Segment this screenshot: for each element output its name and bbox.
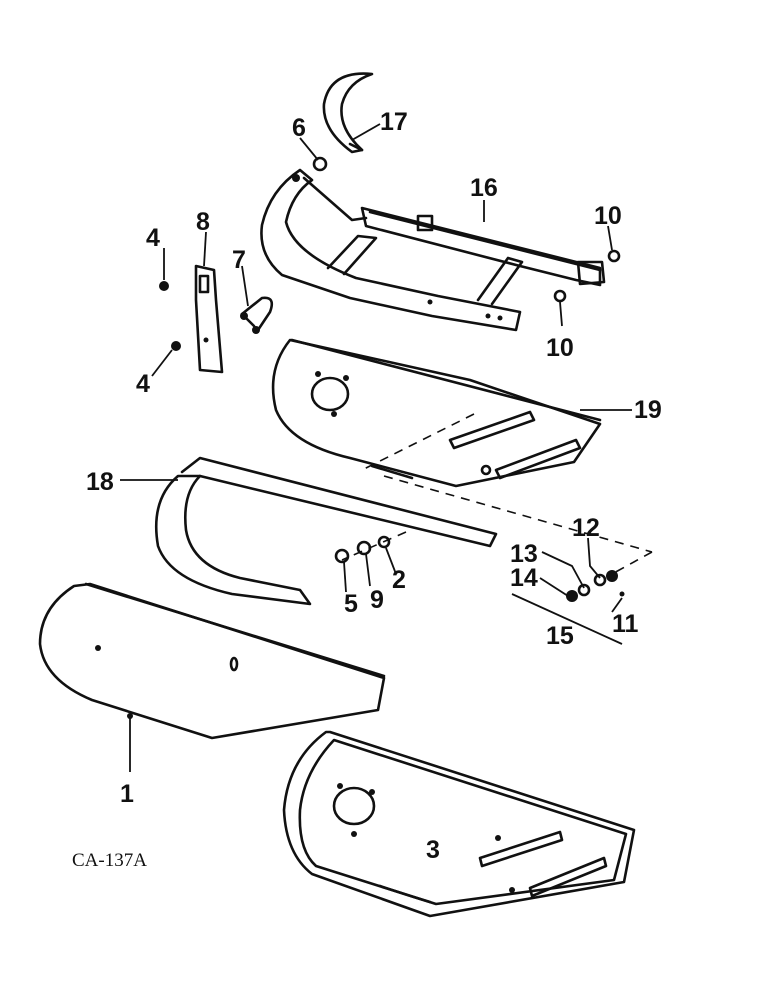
part-11-nut [606,570,618,582]
part-4b-nut [171,341,181,351]
callout-10b: 10 [546,334,574,362]
part-17-crescent-shield [322,72,374,154]
callout-14: 14 [510,564,538,592]
callout-13: 13 [510,540,538,568]
part-10b-nut [553,289,567,303]
callout-8: 8 [196,208,210,236]
callout-10a: 10 [594,202,622,230]
part-16-support-frame [260,168,606,332]
part-6-washer [312,156,328,172]
part-18-guard-strip [154,456,498,606]
callout-labels: 1 2 3 4 4 5 6 7 8 9 10 10 11 12 13 14 15… [86,108,662,864]
assembly-lines [341,413,653,575]
callout-4a: 4 [146,224,160,252]
part-3-outer-shield [282,730,636,918]
part-5-bolt [334,548,350,564]
callout-2: 2 [392,566,406,594]
fasteners-lower-right [566,570,625,602]
callout-15: 15 [546,622,574,650]
callout-7: 7 [232,246,246,274]
part-7-u-bolt [240,296,274,334]
drawing-code: CA-137A [72,850,147,871]
part-4a-nut [159,281,169,291]
callout-9: 9 [370,586,384,614]
callout-3: 3 [426,836,440,864]
part-1-outer-cover [38,582,386,740]
part-14-bolt [566,590,578,602]
part-2-lockwasher [377,535,391,549]
part-8-bracket [194,264,224,374]
leader-lines [120,123,632,772]
callout-4b: 4 [136,370,150,398]
part-19-inner-shield [271,338,602,488]
callout-6: 6 [292,114,306,142]
callout-5: 5 [344,590,358,618]
callout-12: 12 [572,514,600,542]
part-10a-nut [607,249,621,263]
callout-18: 18 [86,468,114,496]
fasteners-upper [159,156,621,351]
callout-1: 1 [120,780,134,808]
callout-19: 19 [634,396,662,424]
callout-17: 17 [380,108,408,136]
part-12-spacer [593,573,607,587]
fasteners-lower-left [334,535,391,564]
part-13-washer [577,583,591,597]
callout-16: 16 [470,174,498,202]
callout-11: 11 [612,610,639,638]
